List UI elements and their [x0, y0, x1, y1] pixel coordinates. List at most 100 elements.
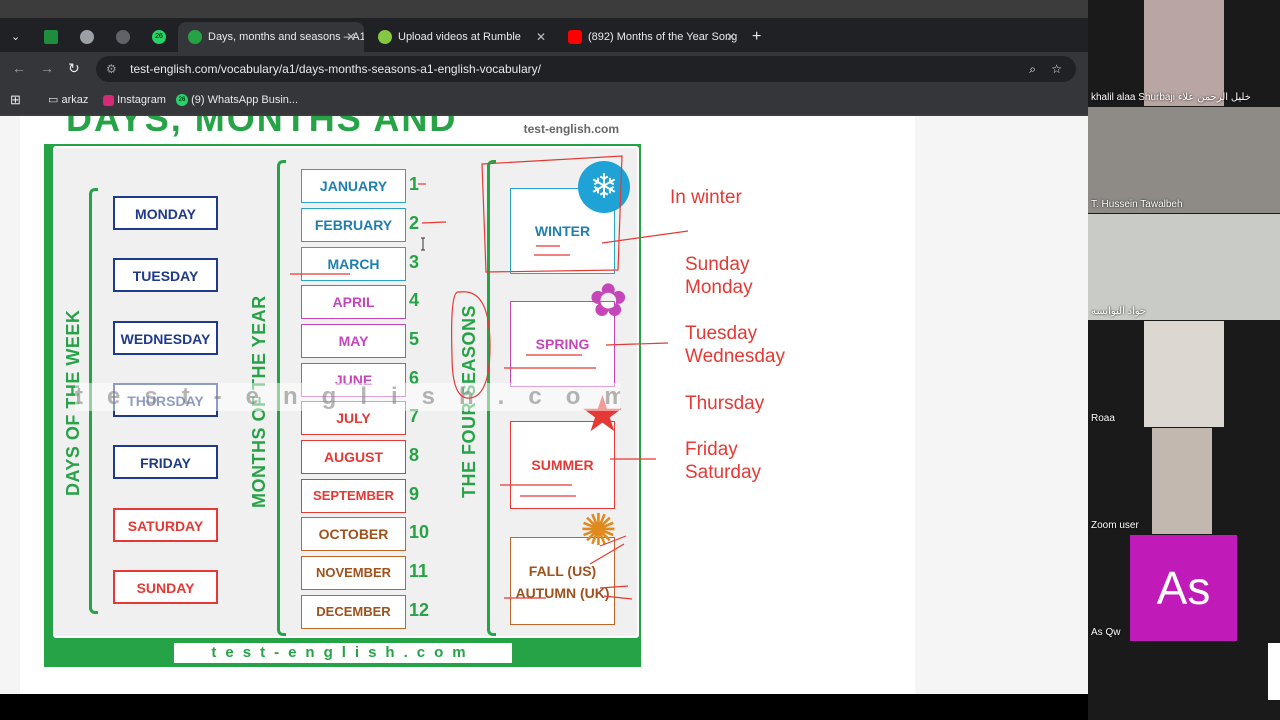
participant-video [1088, 214, 1280, 320]
month-january: JANUARY [301, 169, 406, 203]
ink-winter-box [481, 155, 623, 273]
participant-avatar: As [1130, 535, 1237, 641]
apps-icon[interactable]: ⊞ [10, 92, 21, 107]
browser-chrome: ⌄ 26 Days, months and seasons – A1 ✕ Upl… [0, 0, 1088, 116]
scrollbar[interactable] [1268, 643, 1280, 700]
season-spring: SPRING [510, 301, 615, 387]
participant-tile[interactable]: Roaa [1088, 321, 1280, 427]
season-fall: FALL (US) [528, 563, 597, 579]
month-march: MARCH [301, 247, 406, 281]
poster-header: DAYS, MONTHS AND SEASONS test-english.co… [44, 116, 641, 144]
leaf-icon: ✺ [580, 506, 617, 555]
poster-inner: DAYS OF THE WEEK MONTHS OF THE YEAR THE … [53, 146, 639, 638]
close-icon[interactable]: ✕ [725, 30, 736, 44]
participant-tile[interactable]: Zoom user [1088, 428, 1280, 534]
ink-autumn-marks [589, 535, 633, 600]
note-in-winter: In winter [670, 187, 742, 208]
season-fall-autumn: FALL (US) AUTUMN (UK) [510, 537, 615, 625]
month-number: 1 [409, 174, 420, 194]
reload-icon[interactable]: ↻ [68, 60, 80, 76]
back-icon[interactable]: ← [12, 60, 26, 76]
tab-sheets[interactable] [34, 22, 64, 52]
day-tuesday: TUESDAY [113, 258, 218, 292]
vocabulary-poster: DAYS, MONTHS AND SEASONS test-english.co… [44, 116, 641, 667]
tab-youtube[interactable]: (892) Months of the Year Song ✕ [558, 22, 744, 52]
participant-name: Roaa [1091, 413, 1115, 424]
ink-summer-underline [500, 484, 576, 497]
tab-whatsapp[interactable]: 26 [142, 22, 176, 52]
day-friday: FRIDAY [113, 445, 218, 479]
tab-rumble-label: Upload videos at Rumble [398, 31, 521, 43]
instagram-icon [103, 94, 114, 106]
watermark: test-english.com [75, 383, 620, 411]
url-field[interactable]: ⚙ test-english.com/vocabulary/a1/days-mo… [96, 56, 1076, 82]
bookmark-instagram[interactable]: Instagram [103, 86, 166, 114]
note-monday: Monday [685, 277, 753, 298]
ink-february-dash [421, 221, 447, 224]
flower-icon: ✿ [589, 274, 628, 326]
month-number: 8 [409, 445, 420, 465]
new-tab-button[interactable]: + [752, 28, 762, 45]
tab-bar: ⌄ 26 Days, months and seasons – A1 ✕ Upl… [0, 18, 1088, 52]
month-october: OCTOBER [301, 517, 406, 551]
zoom-icon[interactable]: ⌕ [1029, 62, 1036, 76]
participant-video [1144, 0, 1224, 106]
brand-bottom: test-english.com [174, 643, 512, 663]
month-number: 3 [409, 252, 420, 272]
day-sunday: SUNDAY [113, 570, 218, 604]
participant-tile[interactable]: khalil alaa Shurbaji خليل الرحمن علاء [1088, 0, 1280, 106]
close-icon[interactable]: ✕ [345, 30, 356, 44]
participant-video [1088, 107, 1280, 213]
tab-search-button[interactable]: ⌄ [11, 31, 21, 43]
tab-days-months[interactable]: Days, months and seasons – A1 ✕ [178, 22, 364, 52]
month-november: NOVEMBER [301, 556, 406, 590]
season-autumn: AUTUMN (UK) [515, 585, 610, 601]
bookmark-whatsapp[interactable]: 26 (9) WhatsApp Busin... [176, 86, 298, 114]
month-september: SEPTEMBER [301, 479, 406, 513]
note-thursday: Thursday [685, 393, 765, 414]
participant-name: khalil alaa Shurbaji خليل الرحمن علاء [1091, 92, 1251, 103]
annotation-ink [290, 155, 689, 600]
note-saturday: Saturday [685, 462, 762, 483]
participant-name: T. Hussein Tawalbeh [1091, 199, 1183, 210]
month-april: APRIL [301, 285, 406, 319]
tab-generic-2[interactable] [106, 22, 136, 52]
web-page: DAYS, MONTHS AND SEASONS test-english.co… [0, 116, 1088, 694]
poster-title: DAYS, MONTHS AND SEASONS [66, 116, 458, 144]
tab-generic-1[interactable] [70, 22, 100, 52]
close-icon[interactable]: ✕ [535, 30, 546, 44]
participant-name: جواد النوايسه [1091, 306, 1147, 317]
participant-tile[interactable]: T. Hussein Tawalbeh [1088, 107, 1280, 213]
url-text: test-english.com/vocabulary/a1/days-mont… [130, 62, 541, 76]
month-number: 2 [409, 213, 420, 233]
ink-spring-underline [504, 354, 596, 369]
month-number: 4 [409, 290, 420, 310]
bookmarks-bar: ⊞ ▭ arkaz Instagram 26 (9) WhatsApp Busi… [0, 86, 1088, 114]
ink-winter-underline [534, 245, 570, 256]
tab-days-months-label: Days, months and seasons – A1 [208, 31, 364, 43]
site-info-icon[interactable]: ⚙ [106, 62, 117, 76]
season-summer: SUMMER [510, 421, 615, 509]
tab-youtube-label: (892) Months of the Year Song [588, 31, 738, 43]
forward-icon[interactable]: → [40, 60, 54, 76]
month-number: 7 [409, 406, 420, 426]
month-number: 11 [409, 561, 429, 581]
day-monday: MONDAY [113, 196, 218, 230]
note-wednesday: Wednesday [685, 346, 785, 367]
participant-tile[interactable]: As As Qw [1088, 535, 1280, 641]
participant-tile[interactable]: جواد النوايسه [1088, 214, 1280, 320]
participant-name: As Qw [1091, 627, 1121, 638]
note-friday: Friday [685, 439, 738, 460]
month-number: 12 [409, 600, 430, 620]
star-icon[interactable]: ☆ [1051, 62, 1062, 76]
participant-name: Zoom user [1091, 520, 1139, 531]
whatsapp-icon: 26 [176, 94, 188, 107]
tab-rumble[interactable]: Upload videos at Rumble ✕ [368, 22, 554, 52]
month-number: 9 [409, 484, 420, 504]
participant-video [1144, 321, 1224, 427]
month-february: FEBRUARY [301, 208, 406, 242]
bookmark-arkaz[interactable]: ▭ arkaz [48, 94, 89, 106]
month-number: 6 [409, 368, 420, 388]
month-december: DECEMBER [301, 595, 406, 629]
month-may: MAY [301, 324, 406, 358]
